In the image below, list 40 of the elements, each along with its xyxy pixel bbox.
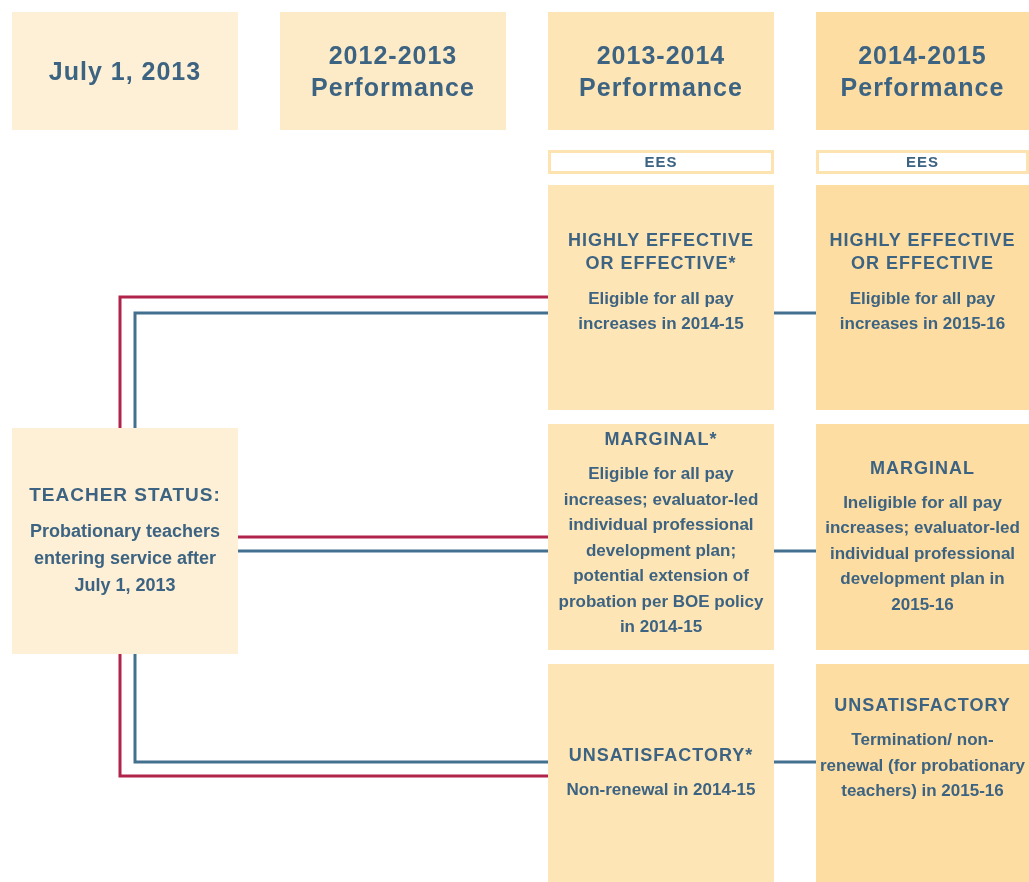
connector-line	[774, 549, 816, 553]
column-header	[548, 12, 774, 130]
heading: July 1, 2013	[48, 55, 202, 87]
heading: TEACHER STATUS:	[29, 483, 221, 508]
connector-line	[238, 549, 548, 553]
heading: 2013-2014 Performance	[578, 39, 744, 103]
column-header	[816, 12, 1029, 130]
heading: HIGHLY EFFECTIVE OR EFFECTIVE*	[566, 229, 755, 276]
outcome-box	[816, 424, 1029, 650]
heading: EES	[906, 152, 939, 172]
outcome-box	[816, 185, 1029, 410]
description: Eligible for all pay increases; evaluator-led individual professional development plan; potential extension of probation per BOE policy in 2014-15	[557, 463, 765, 639]
heading: MARGINAL*	[604, 428, 718, 451]
connector-line	[133, 311, 548, 428]
column-header	[12, 12, 238, 130]
heading: MARGINAL	[870, 456, 975, 480]
heading: 2014-2015 Performance	[839, 39, 1006, 103]
connector-line	[238, 535, 548, 539]
status-box	[12, 428, 238, 654]
description: Eligible for all pay increases in 2014-15	[577, 287, 745, 336]
description: Probationary teachers entering service after July 1, 2013	[28, 519, 222, 597]
outcome-box	[816, 664, 1029, 882]
description: Non-renewal in 2014-15	[566, 778, 756, 801]
outcome-box	[548, 664, 774, 882]
description: Eligible for all pay increases in 2015-16	[838, 287, 1007, 336]
outcome-box	[548, 424, 774, 650]
heading: EES	[644, 152, 678, 172]
heading: HIGHLY EFFECTIVE OR EFFECTIVE	[828, 229, 1017, 276]
heading: UNSATISFACTORY*	[568, 743, 754, 767]
column-header	[280, 12, 506, 130]
description: Ineligible for all pay increases; evaluator-led individual professional development plan in 2015-16	[824, 491, 1021, 616]
scale-label-box	[816, 150, 1029, 174]
outcome-box	[548, 185, 774, 410]
connector-line	[118, 295, 548, 428]
description: Termination/ non-renewal (for probationary teachers) in 2015-16	[820, 729, 1025, 803]
connector-line	[774, 311, 816, 315]
scale-label-box	[548, 150, 774, 174]
heading: 2012-2013 Performance	[310, 39, 476, 103]
heading: UNSATISFACTORY	[834, 694, 1011, 717]
connector-line	[774, 760, 816, 764]
